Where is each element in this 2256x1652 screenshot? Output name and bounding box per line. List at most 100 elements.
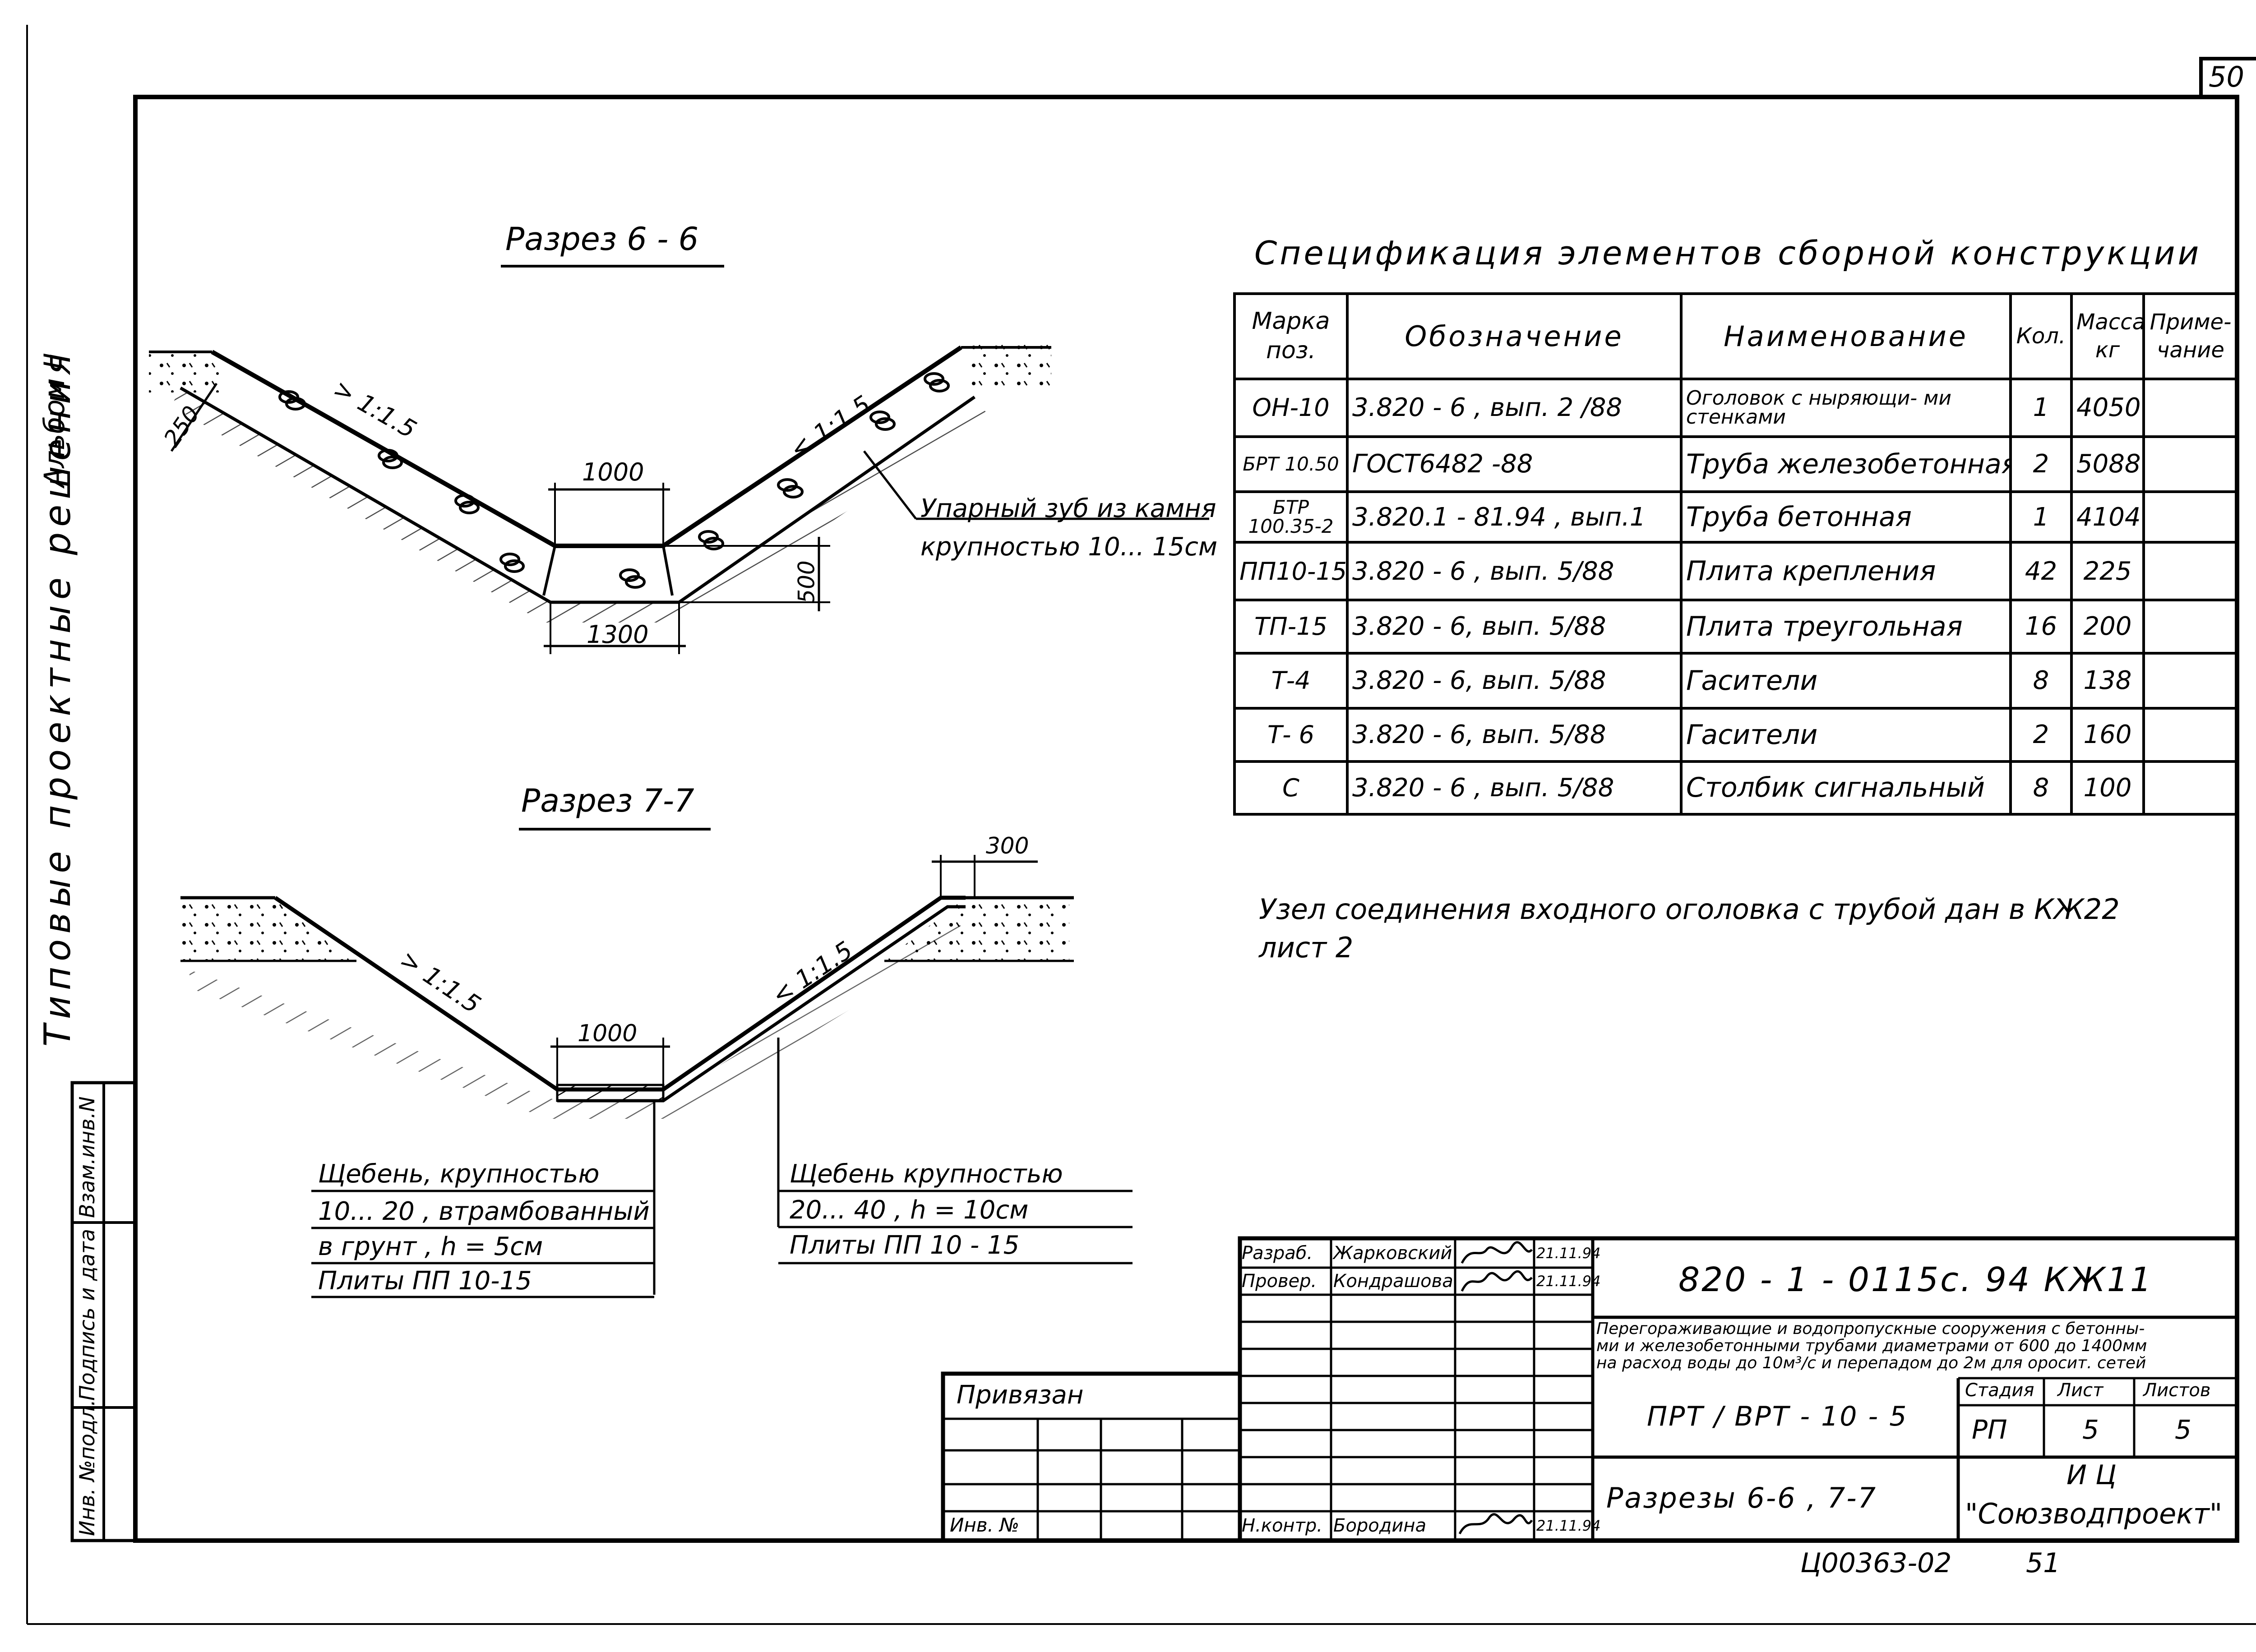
description-line-2: ми и железобетонными трубами диаметрами … — [1596, 1337, 2147, 1355]
section-7-note-right-2: 20... 40 , h = 10см — [790, 1195, 1029, 1225]
corner-number: 50 — [2209, 60, 2244, 93]
role-normcontrol: Н.контр. — [1242, 1515, 1322, 1536]
spec-table: Марка поз. Обозначение Наименование Кол.… — [1233, 292, 2239, 816]
spec-cell-qty: 1 — [2009, 377, 2073, 438]
spec-cell-designation: 3.820 - 6, вып. 5/88 — [1346, 599, 1683, 655]
spec-cell-name: Плита крепления — [1680, 541, 2012, 602]
section-7-title: Разрез 7-7 — [521, 782, 694, 819]
spec-cell-note — [2142, 599, 2239, 655]
section-6-callout-2: крупностью 10... 15см — [920, 532, 1218, 562]
spec-cell-qty: 1 — [2009, 490, 2073, 544]
section-7-note-left-1: Щебень, крупностью — [318, 1159, 600, 1189]
section-6-dim-500: 500 — [793, 560, 820, 604]
spec-cell-qty: 2 — [2009, 707, 2073, 763]
corner-number-box — [2199, 57, 2256, 97]
object-code: ПРТ / ВРТ - 10 - 5 — [1647, 1401, 1908, 1432]
spec-cell-designation: 3.820 - 6 , вып. 5/88 — [1346, 541, 1683, 602]
sheet-value: 5 — [2082, 1414, 2099, 1445]
spec-cell-note — [2142, 490, 2239, 544]
spec-cell-designation: 3.820 - 6 , вып. 5/88 — [1346, 760, 1683, 816]
spec-cell-note — [2142, 651, 2239, 710]
description-line-3: на расход воды до 10м³/с и перепадом до … — [1596, 1354, 2146, 1372]
spec-cell-mark: БРТ 10.50 — [1233, 435, 1349, 494]
spec-cell-name: Труба бетонная — [1680, 490, 2012, 544]
spec-header-mark: Марка поз. — [1233, 292, 1349, 380]
spec-cell-name: Гасители — [1680, 651, 2012, 710]
org-line-2: "Союзводпроект" — [1965, 1497, 2223, 1530]
section-7-note-right-1: Щебень крупностью — [790, 1159, 1063, 1189]
name-checker: Кондрашова — [1333, 1271, 1453, 1292]
section-7-drawing — [180, 828, 1133, 1298]
name-normcontrol: Бородина — [1333, 1515, 1427, 1536]
title-block-lines — [941, 1236, 2239, 1543]
side-stamp-inv: Инв. №подл. — [75, 1399, 99, 1536]
spec-header-name: Наименование — [1680, 292, 2012, 380]
spec-cell-mark: ОН-10 — [1233, 377, 1349, 438]
spec-header-qty: Кол. — [2009, 292, 2073, 380]
org-line-1: И Ц — [2066, 1459, 2117, 1491]
spec-title: Спецификация элементов сборной конструкц… — [1254, 234, 2202, 272]
spec-cell-mass: 4050 — [2070, 377, 2145, 438]
section-6-drawing — [149, 265, 1209, 654]
spec-header-mass: Масса кг — [2070, 292, 2145, 380]
spec-cell-note — [2142, 760, 2239, 816]
spec-cell-name: Труба железобетонная — [1680, 435, 2012, 494]
note-line-2: лист 2 — [1259, 931, 1354, 964]
spec-cell-note — [2142, 377, 2239, 438]
role-checker: Провер. — [1242, 1271, 1317, 1292]
sheets-label: Листов — [2143, 1380, 2211, 1401]
sheet-title: Разрезы 6-6 , 7-7 — [1606, 1481, 1877, 1514]
date-normcontrol: 21.11.94 — [1536, 1517, 1601, 1534]
section-7-note-right-3: Плиты ПП 10 - 15 — [790, 1231, 1020, 1260]
section-7-dim-300: 300 — [986, 833, 1029, 859]
spec-cell-designation: 3.820.1 - 81.94 , вып.1 — [1346, 490, 1683, 544]
date-checker: 21.11.94 — [1536, 1273, 1601, 1290]
spec-cell-mark: Т- 6 — [1233, 707, 1349, 763]
spec-cell-mark: ТП-15 — [1233, 599, 1349, 655]
document-code: 820 - 1 - 0115с. 94 КЖ11 — [1678, 1260, 2153, 1299]
name-developer: Жарковский — [1333, 1243, 1452, 1264]
note-line-1: Узел соединения входного оголовка с труб… — [1259, 893, 2120, 926]
series-title: Типовые проектные решения — [37, 348, 79, 1047]
spec-cell-designation: 3.820 - 6 , вып. 2 /88 — [1346, 377, 1683, 438]
spec-cell-mass: 225 — [2070, 541, 2145, 602]
spec-cell-mass: 200 — [2070, 599, 2145, 655]
spec-cell-mass: 138 — [2070, 651, 2145, 710]
sheets-value: 5 — [2175, 1414, 2191, 1445]
spec-header-designation: Обозначение — [1346, 292, 1683, 380]
spec-cell-name: Плита треугольная — [1680, 599, 2012, 655]
spec-cell-mass: 4104 — [2070, 490, 2145, 544]
spec-cell-note — [2142, 707, 2239, 763]
spec-cell-mass: 5088 — [2070, 435, 2145, 494]
inv-no-label: Инв. № — [950, 1514, 1020, 1536]
spec-cell-designation: 3.820 - 6, вып. 5/88 — [1346, 651, 1683, 710]
section-7-note-left-4: Плиты ПП 10-15 — [318, 1266, 532, 1296]
spec-cell-mass: 160 — [2070, 707, 2145, 763]
stage-label: Стадия — [1965, 1380, 2034, 1401]
spec-cell-mark: БТР 100.35-2 — [1233, 490, 1349, 544]
spec-cell-name: Столбик сигнальный — [1680, 760, 2012, 816]
role-developer: Разраб. — [1242, 1243, 1313, 1264]
spec-header-row: Марка поз. Обозначение Наименование Кол.… — [1233, 292, 2239, 380]
spec-header-note: Приме- чание — [2142, 292, 2239, 380]
spec-cell-designation: 3.820 - 6, вып. 5/88 — [1346, 707, 1683, 763]
spec-cell-mark: Т-4 — [1233, 651, 1349, 710]
section-6-dim-1000: 1000 — [582, 458, 644, 486]
section-7-note-left-2: 10... 20 , втрамбованный — [318, 1197, 650, 1226]
section-7-note-left-3: в грунт , h = 5см — [318, 1232, 543, 1261]
spec-cell-note — [2142, 435, 2239, 494]
spec-cell-designation: ГОСТ6482 -88 — [1346, 435, 1683, 494]
spec-cell-qty: 8 — [2009, 760, 2073, 816]
spec-cell-name: Гасители — [1680, 707, 2012, 763]
spec-cell-note — [2142, 541, 2239, 602]
stage-value: РП — [1972, 1414, 2007, 1445]
spec-cell-qty: 16 — [2009, 599, 2073, 655]
